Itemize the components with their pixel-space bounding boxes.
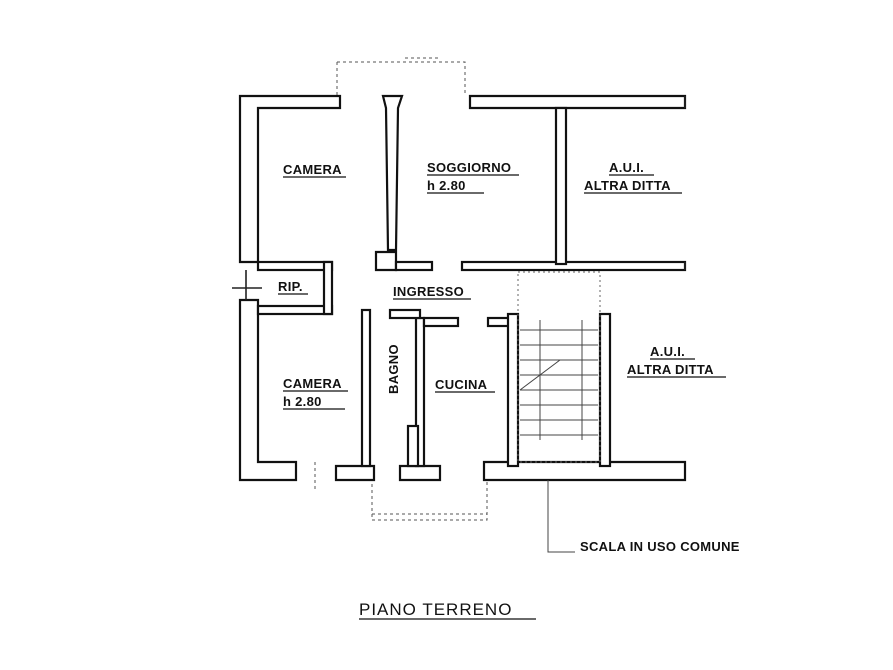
label-scala-comune: SCALA IN USO COMUNE xyxy=(580,539,740,554)
label-camera-bottom-height: h 2.80 xyxy=(283,394,322,409)
label-aui-right-owner: ALTRA DITTA xyxy=(627,362,714,377)
label-camera-top: CAMERA xyxy=(283,162,342,177)
outer-walls xyxy=(238,94,687,482)
label-ingresso: INGRESSO xyxy=(393,284,464,299)
projection-lines xyxy=(314,57,488,521)
label-aui-right: A.U.I. xyxy=(650,344,685,359)
label-rip: RIP. xyxy=(278,279,303,294)
label-bagno: BAGNO xyxy=(386,344,401,394)
label-cucina: CUCINA xyxy=(435,377,488,392)
plan-title: PIANO TERRENO xyxy=(359,600,512,619)
label-aui-top-owner: ALTRA DITTA xyxy=(584,178,671,193)
staircase xyxy=(517,271,601,553)
label-camera-bottom: CAMERA xyxy=(283,376,342,391)
left-opening xyxy=(232,270,262,300)
columns xyxy=(334,94,442,482)
interior-walls xyxy=(256,96,687,468)
label-aui-top: A.U.I. xyxy=(609,160,644,175)
label-soggiorno-height: h 2.80 xyxy=(427,178,466,193)
label-soggiorno: SOGGIORNO xyxy=(427,160,511,175)
room-labels: CAMERA SOGGIORNO h 2.80 A.U.I. ALTRA DIT… xyxy=(278,160,726,410)
